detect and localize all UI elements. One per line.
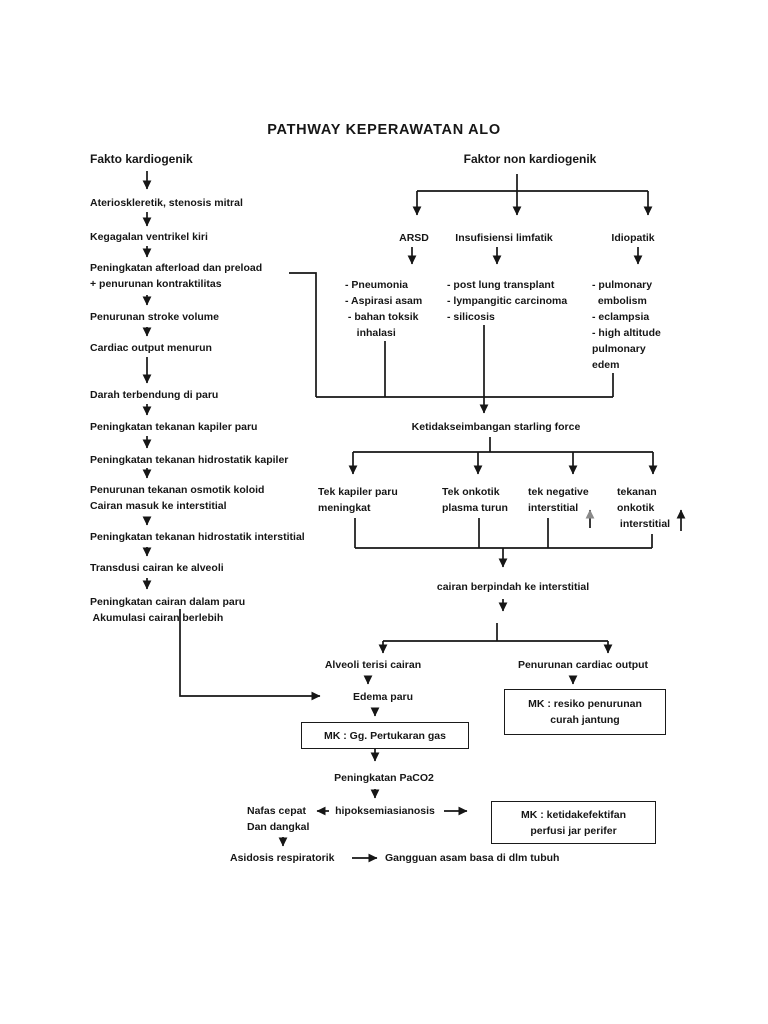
node-factor-tek-kapiler: Tek kapiler paru meningkat <box>318 486 398 514</box>
node-hidrostatik-kapiler: Peningkatan tekanan hidrostatik kapiler <box>90 454 289 466</box>
node-osmotik-koloid: Penurunan tekanan osmotik koloid Cairan … <box>90 484 265 512</box>
node-fakto-kardiogenik-header: Fakto kardiogenik <box>90 152 193 166</box>
pressure-up-arrows <box>585 509 686 531</box>
node-asidosis-respiratorik: Asidosis respiratorik <box>230 852 335 864</box>
node-faktor-non-kardiogenik-header: Faktor non kardiogenik <box>463 152 597 166</box>
mk-gas-box: MK : Gg. Pertukaran gas <box>301 722 469 749</box>
outcome-flow-arrows <box>278 599 613 863</box>
list-arsd-causes: - Pneumonia - Aspirasi asam - bahan toks… <box>345 279 423 339</box>
node-peningkatan-paco2: Peningkatan PaCO2 <box>334 772 434 784</box>
node-hipoksemiasianosis: hipoksemiasianosis <box>335 805 435 817</box>
node-cairan-berpindah: cairan berpindah ke interstitial <box>436 581 590 593</box>
mk-perfusi-label: MK : ketidakefektifan perfusi jar perife… <box>520 808 627 837</box>
node-idiopatik-label: Idiopatik <box>611 232 655 244</box>
mk-perfusi-box: MK : ketidakefektifan perfusi jar perife… <box>491 801 656 844</box>
page-title: PATHWAY KEPERAWATAN ALO <box>267 122 501 138</box>
mk-gas-label: MK : Gg. Pertukaran gas <box>324 729 446 742</box>
list-insufisiensi-causes: - post lung transplant - lympangitic car… <box>447 279 568 323</box>
mk-curah-jantung-label: MK : resiko penurunan curah jantung <box>528 698 642 726</box>
node-factor-tek-negative: tek negative interstitial <box>528 486 589 514</box>
feedback-arrow <box>179 609 321 701</box>
node-cardiac-output-menurun: Cardiac output menurun <box>90 342 212 354</box>
starling-branch-lines <box>348 437 658 475</box>
node-factor-tekanan-onkotik: tekanan onkotik interstitial <box>617 486 671 530</box>
node-insufisiensi-label: Insufisiensi limfatik <box>455 232 553 244</box>
node-arsd-label: ARSD <box>399 232 429 244</box>
node-edema-paru: Edema paru <box>352 691 414 703</box>
node-transdusi-alveoli: Transdusi cairan ke alveoli <box>90 562 224 574</box>
node-starling-force: Ketidakseimbangan starling force <box>411 421 581 433</box>
node-alveoli-terisi: Alveoli terisi cairan <box>324 659 422 671</box>
node-penurunan-cardiac-output: Penurunan cardiac output <box>517 659 649 671</box>
non-cardiogenic-tree-lines <box>407 174 653 265</box>
node-hidrostatik-interstitial: Peningkatan tekanan hidrostatik intersti… <box>90 531 305 543</box>
factor-collector-lines <box>354 518 653 568</box>
node-tekanan-kapiler-paru: Peningkatan tekanan kapiler paru <box>90 421 258 433</box>
node-gangguan-asam-basa: Gangguan asam basa di dlm tubuh <box>385 852 560 864</box>
collector-lines <box>289 272 614 414</box>
node-cairan-dalam-paru: Peningkatan cairan dalam paru Akumulasi … <box>90 596 246 624</box>
node-afterload-preload: Peningkatan afterload dan preload + penu… <box>90 262 263 290</box>
node-factor-tek-onkotik: Tek onkotik plasma turun <box>442 486 508 514</box>
list-idiopatik-causes: - pulmonary embolism - eclampsia - high … <box>592 279 661 371</box>
node-nafas-cepat: Nafas cepat Dan dangkal <box>247 805 310 833</box>
node-aterioskleretik: Aterioskleretik, stenosis mitral <box>90 197 243 209</box>
node-stroke-volume: Penurunan stroke volume <box>90 311 219 323</box>
node-kegagalan-ventrikel: Kegagalan ventrikel kiri <box>90 231 208 243</box>
mk-curah-jantung-box: MK : resiko penurunan curah jantung <box>504 689 666 735</box>
node-darah-terbendung: Darah terbendung di paru <box>90 389 219 401</box>
